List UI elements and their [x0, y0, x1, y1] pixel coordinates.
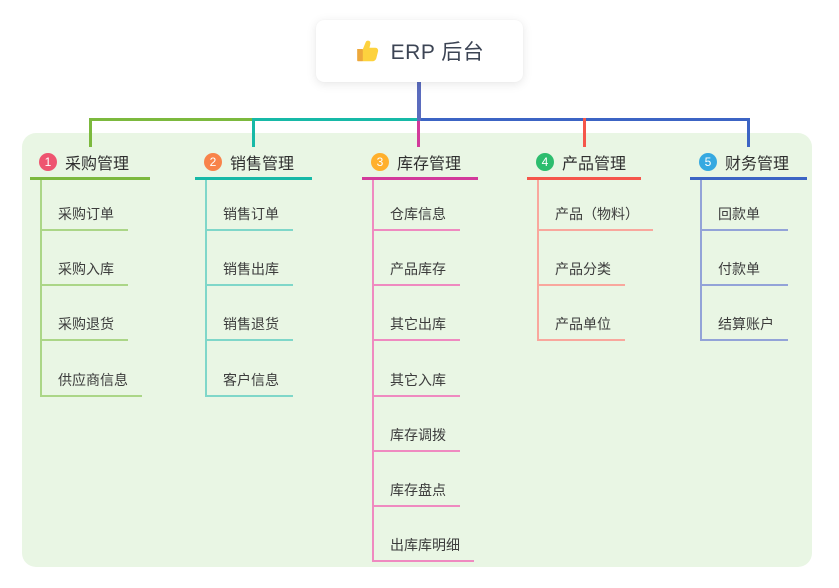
- child-node[interactable]: 采购退货: [40, 312, 128, 341]
- child-node[interactable]: 销售订单: [205, 202, 293, 231]
- child-node-label: 采购退货: [58, 316, 114, 332]
- child-node[interactable]: 采购订单: [40, 202, 128, 231]
- root-node-title: ERP 后台: [390, 41, 485, 64]
- child-node-label: 结算账户: [718, 316, 774, 332]
- child-node-label: 产品库存: [390, 261, 446, 277]
- child-node-label: 采购订单: [58, 206, 114, 222]
- child-node-label: 产品单位: [555, 316, 611, 332]
- branch-number-badge: 3: [371, 153, 389, 171]
- root-node[interactable]: ERP 后台: [316, 20, 523, 82]
- child-node[interactable]: 回款单: [700, 202, 788, 231]
- child-node-label: 出库库明细: [390, 537, 460, 553]
- branch-label: 采购管理: [65, 156, 130, 173]
- child-node-label: 供应商信息: [58, 372, 128, 388]
- child-node-label: 客户信息: [223, 372, 279, 388]
- branch-node-1[interactable]: 1 采购管理: [30, 147, 150, 180]
- child-node[interactable]: 仓库信息: [372, 202, 460, 231]
- child-node[interactable]: 销售退货: [205, 312, 293, 341]
- child-node-label: 销售订单: [223, 206, 279, 222]
- branch-children-spine: [40, 179, 42, 397]
- connector-rail-branch-2: [252, 118, 420, 121]
- child-node[interactable]: 付款单: [700, 257, 788, 286]
- branch-children-spine: [700, 179, 702, 342]
- branch-number-badge: 1: [39, 153, 57, 171]
- branch-label: 财务管理: [725, 156, 790, 173]
- branch-label: 销售管理: [230, 156, 295, 173]
- child-node-label: 库存调拨: [390, 427, 446, 443]
- root-connector-line: [417, 80, 421, 121]
- child-node[interactable]: 结算账户: [700, 312, 788, 341]
- child-node-label: 其它入库: [390, 372, 446, 388]
- child-node[interactable]: 产品单位: [537, 312, 625, 341]
- child-node-label: 产品（物料）: [555, 206, 639, 222]
- child-node[interactable]: 客户信息: [205, 368, 293, 397]
- branch-number-badge: 4: [536, 153, 554, 171]
- mindmap-background-panel: [22, 133, 812, 567]
- child-node[interactable]: 库存调拨: [372, 423, 460, 452]
- branch-number-badge: 2: [204, 153, 222, 171]
- child-node[interactable]: 其它入库: [372, 368, 460, 397]
- child-node-label: 仓库信息: [390, 206, 446, 222]
- child-node[interactable]: 产品库存: [372, 257, 460, 286]
- child-node[interactable]: 其它出库: [372, 312, 460, 341]
- branch-node-3[interactable]: 3 库存管理: [362, 147, 478, 180]
- branch-node-2[interactable]: 2 销售管理: [195, 147, 312, 180]
- branch-node-4[interactable]: 4 产品管理: [527, 147, 641, 180]
- child-node[interactable]: 出库库明细: [372, 533, 474, 562]
- connector-drop-branch-1: [89, 118, 92, 147]
- connector-drop-branch-2: [252, 118, 255, 147]
- branch-number-badge: 5: [699, 153, 717, 171]
- branch-node-5[interactable]: 5 财务管理: [690, 147, 807, 180]
- child-node[interactable]: 产品（物料）: [537, 202, 653, 231]
- child-node-label: 销售出库: [223, 261, 279, 277]
- child-node[interactable]: 供应商信息: [40, 368, 142, 397]
- child-node-label: 回款单: [718, 206, 760, 222]
- connector-drop-branch-4: [583, 118, 586, 147]
- child-node[interactable]: 采购入库: [40, 257, 128, 286]
- branch-children-spine: [205, 179, 207, 397]
- child-node[interactable]: 产品分类: [537, 257, 625, 286]
- child-node[interactable]: 销售出库: [205, 257, 293, 286]
- connector-drop-branch-3: [417, 118, 420, 147]
- branch-label: 产品管理: [562, 156, 627, 173]
- branch-children-spine: [372, 179, 374, 563]
- child-node-label: 付款单: [718, 261, 760, 277]
- child-node-label: 销售退货: [223, 316, 279, 332]
- branch-children-spine: [537, 179, 539, 342]
- thumbs-up-icon: [356, 40, 378, 62]
- child-node-label: 其它出库: [390, 316, 446, 332]
- connector-drop-branch-5: [747, 118, 750, 147]
- child-node-label: 采购入库: [58, 261, 114, 277]
- child-node-label: 产品分类: [555, 261, 611, 277]
- branch-label: 库存管理: [397, 156, 462, 173]
- child-node-label: 库存盘点: [390, 482, 446, 498]
- child-node[interactable]: 库存盘点: [372, 478, 460, 507]
